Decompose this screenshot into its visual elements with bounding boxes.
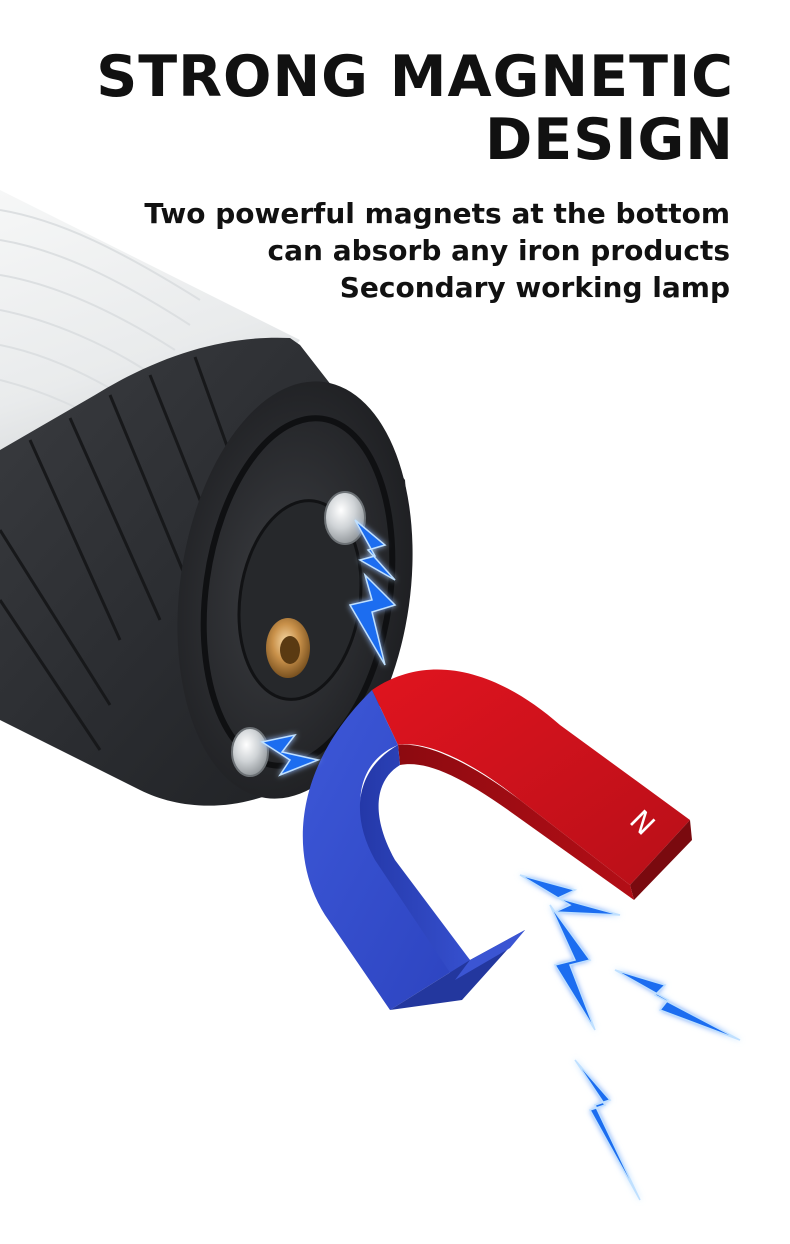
south-pole-label: S [467,917,495,954]
magnet-disc-top [324,491,366,545]
description-line-3: Secondary working lamp [339,271,730,304]
magnet-disc-bottom [231,727,269,777]
title-line-1: STRONG MAGNETIC [96,44,734,110]
lightning-icon [260,519,741,1201]
flashlight-cap [0,337,413,806]
magnet-icon: N S [302,669,692,1010]
page-title: STRONG MAGNETIC DESIGN [96,46,734,172]
description-line-2: can absorb any iron products [267,234,730,267]
title-line-2: DESIGN [484,107,734,173]
description-line-1: Two powerful magnets at the bottom [144,197,730,230]
screw-insert-icon [266,618,310,678]
feature-description: Two powerful magnets at the bottom can a… [144,195,730,306]
